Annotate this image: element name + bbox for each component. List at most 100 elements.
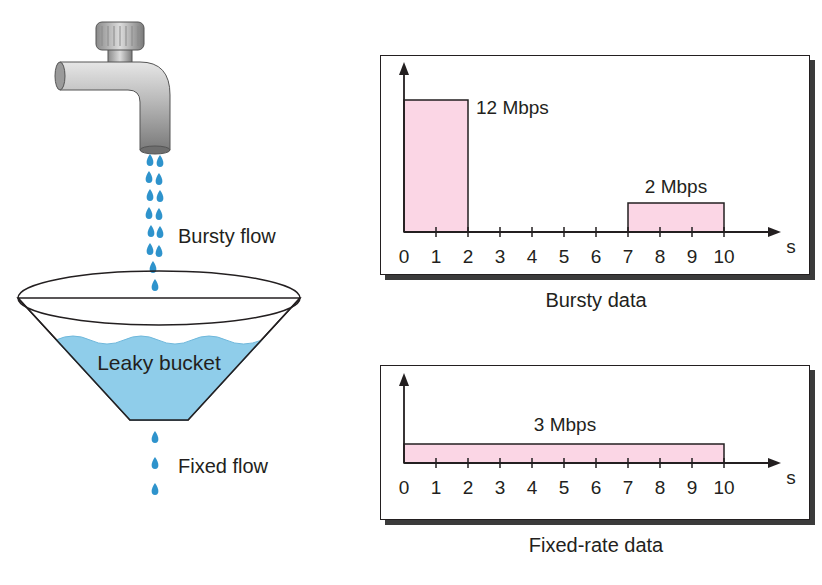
water-drop: [152, 279, 159, 291]
tick-label: 9: [687, 478, 698, 499]
knurl-line: [102, 26, 103, 46]
tick-label: 2: [463, 247, 474, 268]
tick-label: 1: [431, 247, 442, 268]
tick-label: 4: [527, 247, 538, 268]
pipe-end: [55, 62, 65, 90]
axis-tick: [723, 227, 725, 237]
flow-label: Bursty flow: [178, 225, 276, 247]
water-drop: [147, 189, 154, 201]
leaky-bucket: Leaky bucket: [15, 268, 303, 428]
axis-tick: [659, 458, 661, 468]
chart-caption: Fixed-rate data: [529, 534, 664, 556]
water-drop: [156, 173, 163, 185]
tick-label: 3: [495, 247, 506, 268]
tick-label: 1: [431, 478, 442, 499]
axis-tick: [595, 227, 597, 237]
water-drop: [156, 245, 163, 257]
knurl-line: [138, 26, 139, 46]
y-axis: [403, 72, 405, 232]
bucket-outline: [15, 268, 303, 428]
axis-tick: [595, 458, 597, 468]
axis-tick: [531, 458, 533, 468]
axis-ticks: [436, 227, 724, 237]
spout-opening: [140, 146, 170, 154]
tick-label: 0: [399, 478, 410, 499]
rate-label: 2 Mbps: [645, 177, 707, 198]
tick-label: 6: [591, 478, 602, 499]
axis-tick: [659, 227, 661, 237]
tick-label: 5: [559, 478, 570, 499]
tick-label: 8: [655, 478, 666, 499]
axis-tick: [563, 227, 565, 237]
axis-tick: [563, 458, 565, 468]
tick-label: 9: [687, 247, 698, 268]
rate-label: 12 Mbps: [476, 98, 549, 119]
water-drop: [157, 226, 164, 238]
water-drop: [148, 225, 155, 237]
tick-label: 7: [623, 247, 634, 268]
water-drop: [156, 208, 163, 220]
axis-tick: [467, 227, 469, 237]
bursty-chart: [399, 62, 781, 237]
y-axis: [403, 383, 405, 463]
node-label: Leaky bucket: [97, 351, 221, 374]
chart-caption: Bursty data: [545, 289, 646, 311]
axis-arrowhead: [399, 373, 409, 386]
water-drop: [157, 190, 164, 202]
knurl-line: [108, 26, 109, 46]
tick-label: 3: [495, 478, 506, 499]
axis-tick: [723, 458, 725, 468]
fixed-chart: [399, 373, 781, 468]
bucket-water: [56, 336, 262, 420]
axis-tick: [531, 227, 533, 237]
faucet: [55, 22, 170, 154]
x-axis: [404, 231, 770, 233]
knurl-line: [126, 26, 127, 46]
axis-unit: s: [786, 468, 796, 489]
water-drop: [147, 243, 154, 255]
x-axis: [404, 462, 770, 464]
axis-arrowhead: [399, 62, 409, 75]
rate-bar: [628, 203, 724, 232]
axis-tick: [627, 227, 629, 237]
tick-label: 10: [713, 478, 734, 499]
bucket-rim: [18, 271, 300, 325]
axis-tick: [435, 458, 437, 468]
axis-tick: [499, 458, 501, 468]
knurl-line: [114, 26, 115, 46]
tick-label: 6: [591, 247, 602, 268]
axis-tick: [691, 458, 693, 468]
water-drop: [152, 457, 159, 469]
bucket-wall: [18, 298, 300, 420]
water-drop: [146, 171, 153, 183]
rate-bar: [404, 100, 468, 232]
knurl-line: [120, 26, 121, 46]
flow-label: Fixed flow: [178, 455, 268, 477]
tick-label: 2: [463, 478, 474, 499]
faucet-pipe: [60, 62, 170, 150]
tick-label: 4: [527, 478, 538, 499]
chart-panel: Bursty data: [380, 55, 810, 275]
water-drop: [152, 483, 159, 495]
tick-label: 8: [655, 247, 666, 268]
axis-arrowhead: [768, 458, 781, 468]
water-drop: [152, 431, 159, 443]
bucket-body: [18, 298, 300, 420]
knurl-line: [132, 26, 133, 46]
water-drop: [147, 154, 154, 166]
axis-tick: [627, 458, 629, 468]
handle-knurling: [102, 26, 138, 46]
axis-ticks: [436, 458, 724, 468]
axis-tick: [435, 227, 437, 237]
axis-tick: [467, 458, 469, 468]
rate-label: 3 Mbps: [534, 415, 596, 436]
axis-arrowhead: [768, 227, 781, 237]
axis-tick: [691, 227, 693, 237]
axis-unit: s: [786, 237, 796, 258]
axis-tick: [499, 227, 501, 237]
faucet-handle: [96, 22, 144, 50]
water-drop: [146, 207, 153, 219]
